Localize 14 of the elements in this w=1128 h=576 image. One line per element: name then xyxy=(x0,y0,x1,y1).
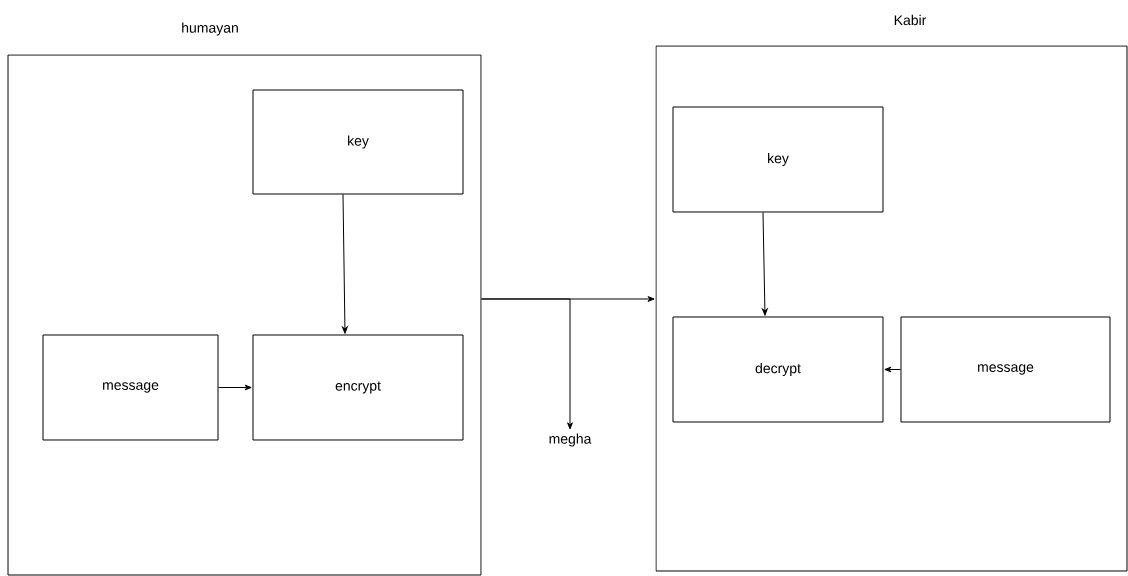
node-label: humayan xyxy=(182,22,238,36)
process-box: decrypt xyxy=(672,316,884,423)
arrow xyxy=(218,384,252,391)
text-label: megha xyxy=(549,433,592,447)
arrow xyxy=(884,366,901,373)
process-box: message xyxy=(42,334,219,441)
process-box: key xyxy=(672,106,884,213)
arrow xyxy=(481,298,573,430)
process-box: encrypt xyxy=(252,334,464,441)
arrow xyxy=(762,212,768,316)
process-box: message xyxy=(900,316,1111,423)
arrow xyxy=(342,194,348,334)
process-box: key xyxy=(252,89,464,195)
node-label: Kabir xyxy=(894,14,927,26)
